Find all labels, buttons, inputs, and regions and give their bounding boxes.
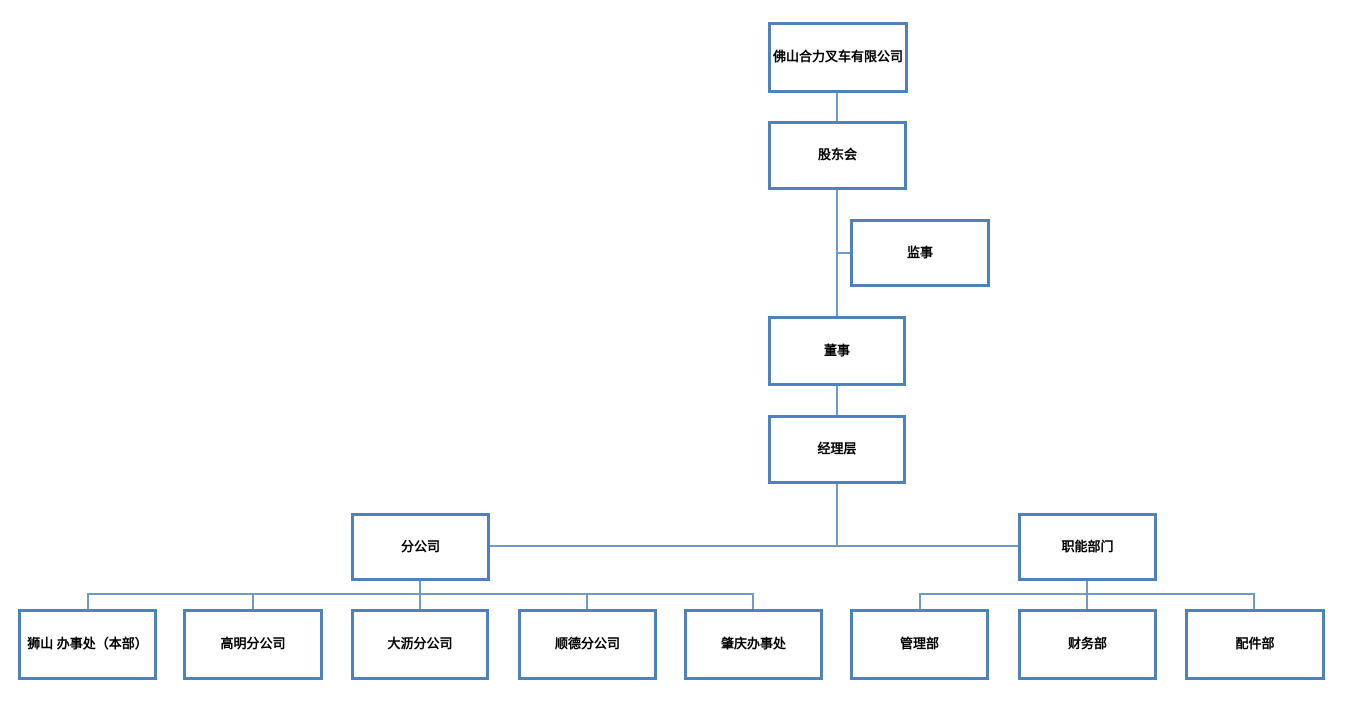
- connector-branch-group-down: [419, 581, 421, 609]
- org-node-management-label: 经理层: [817, 441, 857, 457]
- connector-company-shareholders: [836, 93, 838, 121]
- org-node-branch-zhaoqing-label: 肇庆办事处: [720, 636, 786, 652]
- org-node-management[interactable]: 经理层: [768, 415, 906, 484]
- org-node-dept-management-label: 管理部: [899, 636, 939, 652]
- org-node-branch-group[interactable]: 分公司: [351, 513, 490, 581]
- org-node-branch-shishan-label: 狮山 办事处（本部）: [27, 636, 148, 652]
- connector-branch-stub-4: [752, 593, 754, 609]
- org-node-dept-finance-label: 财务部: [1067, 636, 1107, 652]
- org-node-dept-parts[interactable]: 配件部: [1185, 609, 1325, 680]
- connector-branch-stub-3: [586, 593, 588, 609]
- connector-supervisor-branch: [838, 252, 850, 254]
- org-node-branch-gaoming[interactable]: 高明分公司: [183, 609, 323, 680]
- connector-director-management: [836, 386, 838, 415]
- org-node-shareholders-label: 股东会: [817, 147, 857, 163]
- connector-branch-stub-1: [252, 593, 254, 609]
- org-node-functional-group[interactable]: 职能部门: [1018, 513, 1157, 581]
- org-node-dept-parts-label: 配件部: [1235, 636, 1275, 652]
- org-node-director[interactable]: 董事: [768, 316, 906, 386]
- org-node-company-label: 佛山合力叉车有限公司: [772, 49, 903, 65]
- org-node-supervisor[interactable]: 监事: [850, 219, 990, 287]
- connector-management-down: [836, 484, 838, 546]
- connector-shareholders-director: [836, 190, 838, 316]
- connector-branch-stub-0: [87, 593, 89, 609]
- org-node-branch-gaoming-label: 高明分公司: [220, 636, 286, 652]
- org-node-branch-shishan[interactable]: 狮山 办事处（本部）: [18, 609, 157, 680]
- org-node-dept-management[interactable]: 管理部: [850, 609, 989, 680]
- org-node-dept-finance[interactable]: 财务部: [1018, 609, 1157, 680]
- org-node-functional-group-label: 职能部门: [1061, 538, 1114, 554]
- org-node-shareholders[interactable]: 股东会: [768, 121, 907, 190]
- connector-functional-group-down: [1086, 581, 1088, 609]
- connector-dept-stub-0: [919, 593, 921, 609]
- org-node-branch-dali[interactable]: 大沥分公司: [351, 609, 489, 680]
- org-node-company[interactable]: 佛山合力叉车有限公司: [768, 22, 908, 93]
- connector-dept-stub-2: [1253, 593, 1255, 609]
- org-node-director-label: 董事: [823, 342, 850, 358]
- org-node-branch-shunde-label: 顺德分公司: [554, 636, 620, 652]
- org-node-supervisor-label: 监事: [906, 244, 933, 260]
- org-node-branch-group-label: 分公司: [400, 538, 440, 554]
- org-node-branch-dali-label: 大沥分公司: [387, 636, 453, 652]
- connector-functional-bus: [919, 593, 1254, 595]
- connector-main-horizontal: [490, 545, 1018, 547]
- org-node-branch-shunde[interactable]: 顺德分公司: [518, 609, 657, 680]
- org-node-branch-zhaoqing[interactable]: 肇庆办事处: [684, 609, 823, 680]
- connector-branch-bus: [87, 593, 754, 595]
